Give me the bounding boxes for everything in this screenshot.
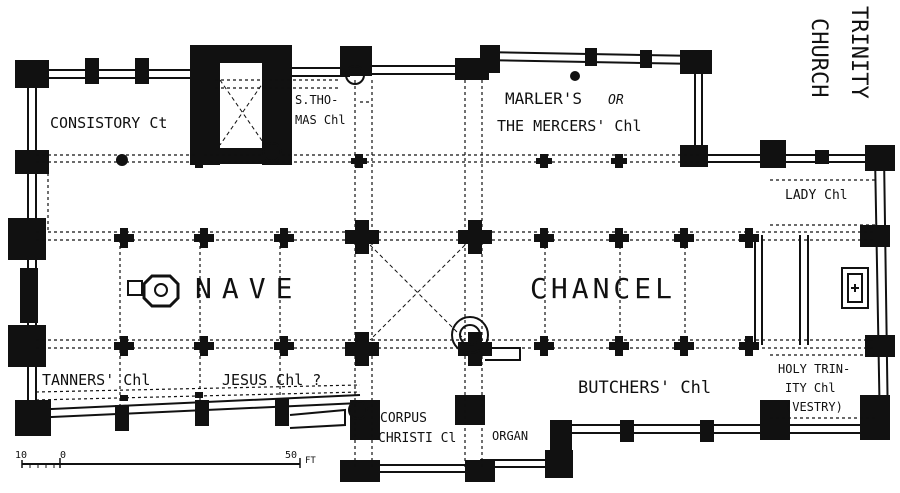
holy-trinity-label-1: HOLY TRIN- bbox=[778, 362, 850, 376]
nave-label: NAVE bbox=[195, 272, 302, 305]
butchers-label: BUTCHERS' Chl bbox=[578, 378, 711, 398]
crossing-vault bbox=[219, 79, 466, 341]
scale-zero-label: 0 bbox=[60, 450, 66, 461]
scale-left-label: 10 bbox=[15, 450, 27, 461]
st-thomas-label-1: S.THO- bbox=[295, 93, 338, 107]
organ-label: ORGAN bbox=[492, 429, 528, 443]
scale-bar: 10 0 50 FT bbox=[15, 450, 316, 468]
st-thomas-label-2: MAS Chl bbox=[295, 113, 346, 127]
corpus-label-2: CHRISTI Cl bbox=[378, 431, 456, 446]
chancel-label: CHANCEL bbox=[530, 272, 676, 305]
stair-turrets bbox=[262, 65, 521, 429]
title-trinity: TRINITY bbox=[846, 6, 871, 99]
scale-unit-label: FT bbox=[305, 456, 316, 466]
jesus-label: JESUS Chl ? bbox=[222, 371, 321, 389]
labels: CONSISTORY Ct S.THO- MAS Chl MARLER'S OR… bbox=[42, 89, 850, 446]
tanners-label: TANNERS' Chl bbox=[42, 371, 150, 389]
title: TRINITY CHURCH bbox=[806, 6, 871, 99]
arcade-lines bbox=[35, 79, 875, 470]
altar bbox=[841, 267, 869, 309]
title-church: CHURCH bbox=[806, 18, 831, 97]
corpus-label-1: CORPUS bbox=[380, 411, 427, 426]
piers bbox=[114, 71, 759, 401]
holy-trinity-label-3: (VESTRY) bbox=[785, 400, 843, 414]
marler-label-1: MARLER'S bbox=[505, 89, 582, 108]
tower bbox=[190, 45, 292, 165]
consistory-label: CONSISTORY Ct bbox=[50, 114, 167, 132]
buttresses bbox=[8, 45, 895, 482]
scale-right-label: 50 bbox=[285, 450, 297, 461]
marler-or-label: OR bbox=[608, 93, 624, 108]
marler-label-2: THE MERCERS' Chl bbox=[497, 117, 642, 135]
holy-trinity-label-2: ITY Chl bbox=[785, 381, 836, 395]
lady-chapel-label: LADY Chl bbox=[785, 188, 848, 203]
font-basin bbox=[127, 274, 180, 308]
